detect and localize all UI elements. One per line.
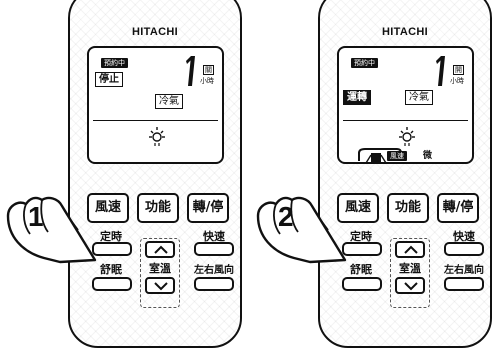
hours-digit (436, 56, 445, 86)
fan-speed-button[interactable]: 風速 (337, 193, 379, 223)
timer-off-unit: 關 (203, 65, 214, 75)
temp-control-frame (390, 238, 430, 308)
sleep-button[interactable] (342, 277, 382, 291)
temp-down-button[interactable] (145, 277, 175, 294)
temp-down-button[interactable] (395, 277, 425, 294)
chevron-up-icon (154, 245, 168, 254)
fan-level: 微 (423, 151, 433, 161)
chevron-down-icon (154, 282, 168, 291)
hours-digit (186, 56, 195, 86)
mode-indicator: 冷氣 (405, 90, 433, 105)
temp-up-button[interactable] (395, 241, 425, 258)
run-stop-button[interactable]: 轉/停 (437, 193, 479, 223)
step-1-panel: HITACHI 預約中 停止 關 小時 冷氣 風速 (0, 0, 250, 348)
timer-button[interactable] (342, 242, 382, 256)
sun-icon (399, 127, 415, 146)
sleep-button[interactable] (92, 277, 132, 291)
swing-label: 左右風向 (444, 265, 484, 276)
sleep-label: 舒眠 (100, 263, 122, 276)
fast-label: 快速 (453, 230, 475, 243)
chevron-up-icon (404, 245, 418, 254)
timer-active-badge: 預約中 (351, 58, 378, 68)
remote-control: HITACHI 預約中 運轉 開 小時 冷氣 (318, 0, 492, 348)
fast-label: 快速 (203, 230, 225, 243)
timer-on-unit: 開 (453, 65, 464, 75)
fan-speed-badge: 風速 (387, 151, 407, 161)
room-temp-label: 室溫 (149, 262, 171, 275)
step-2-panel: HITACHI 預約中 運轉 開 小時 冷氣 (250, 0, 500, 348)
brand-logo: HITACHI (382, 26, 428, 38)
sleep-label: 舒眠 (350, 263, 372, 276)
sun-icon (149, 127, 165, 146)
temp-up-button[interactable] (145, 241, 175, 258)
temp-control-frame (140, 238, 180, 308)
brand-logo: HITACHI (132, 26, 178, 38)
timer-button[interactable] (92, 242, 132, 256)
lcd-display: 預約中 運轉 開 小時 冷氣 (337, 46, 474, 164)
swing-button[interactable] (194, 277, 234, 291)
fan-flap-icon (358, 148, 402, 163)
swing-button[interactable] (444, 277, 484, 291)
function-button[interactable]: 功能 (137, 193, 179, 223)
fast-button[interactable] (444, 242, 484, 256)
mode-indicator: 冷氣 (155, 94, 183, 109)
remote-control: HITACHI 預約中 停止 關 小時 冷氣 風速 (68, 0, 242, 348)
step-number: 1 (28, 201, 44, 232)
fast-button[interactable] (194, 242, 234, 256)
step-number: 2 (278, 201, 294, 232)
swing-label: 左右風向 (194, 265, 234, 276)
timer-label: 定時 (100, 230, 122, 243)
timer-label: 定時 (350, 230, 372, 243)
room-temp-label: 室溫 (399, 262, 421, 275)
function-button[interactable]: 功能 (387, 193, 429, 223)
hours-unit: 小時 (200, 77, 214, 85)
status-indicator: 運轉 (343, 90, 371, 105)
status-indicator: 停止 (95, 72, 123, 87)
chevron-down-icon (404, 282, 418, 291)
run-stop-button[interactable]: 轉/停 (187, 193, 229, 223)
lcd-display: 預約中 停止 關 小時 冷氣 (87, 46, 224, 164)
hours-unit: 小時 (450, 77, 464, 85)
timer-active-badge: 預約中 (101, 58, 128, 68)
lcd-divider (343, 120, 468, 121)
lcd-divider (93, 120, 218, 121)
fan-speed-button[interactable]: 風速 (87, 193, 129, 223)
